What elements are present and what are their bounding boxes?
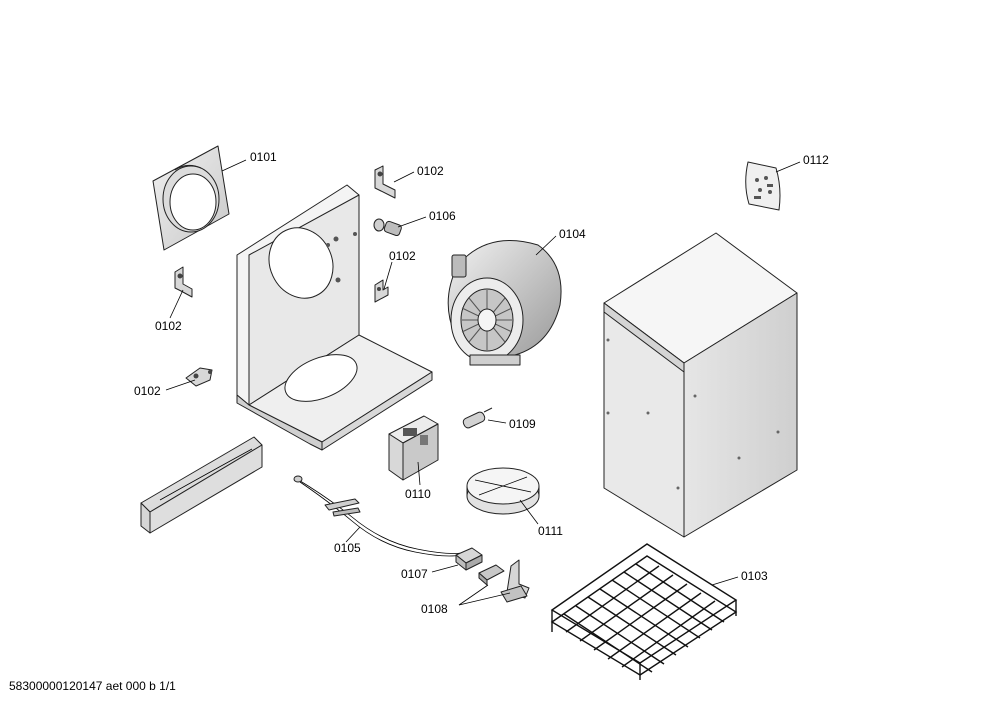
part-0107-terminal: [455, 547, 483, 571]
label-0106: 0106: [429, 209, 456, 223]
part-0102-bracket-lower: [185, 367, 213, 387]
label-0103: 0103: [741, 569, 768, 583]
part-trim-strip: [140, 436, 263, 534]
label-0112: 0112: [803, 153, 829, 167]
label-0109: 0109: [509, 417, 536, 431]
part-0104-blower: [447, 240, 562, 366]
label-0105: 0105: [334, 541, 361, 555]
part-0112-screw-bag: [745, 161, 781, 211]
part-0101-flange: [152, 145, 230, 251]
part-0103-wire-rack: [550, 543, 738, 680]
document-id-footer: 58300000120147 aet 000 b 1/1: [9, 679, 176, 693]
part-0102-bracket-top: [374, 165, 396, 199]
label-0104: 0104: [559, 227, 586, 241]
part-0108-clips: [478, 559, 530, 603]
label-0107: 0107: [401, 567, 428, 581]
part-0111-filter: [466, 467, 540, 515]
part-0102-bracket-left: [174, 266, 193, 298]
label-0110: 0110: [405, 487, 431, 501]
label-0102-left: 0102: [155, 319, 182, 333]
part-0102-bracket-mid: [374, 279, 389, 303]
leader-lines: [165, 159, 801, 606]
label-0102-lower: 0102: [134, 384, 161, 398]
label-0108: 0108: [421, 602, 448, 616]
part-0105-wiring-harness: [293, 475, 463, 557]
part-0109-capacitor: [462, 407, 493, 429]
label-0102-mid: 0102: [389, 249, 416, 263]
part-cabinet-box: [603, 232, 798, 538]
label-0111: 0111: [538, 524, 563, 538]
part-housing-panel: [236, 184, 433, 451]
label-0102-top: 0102: [417, 164, 444, 178]
label-0101: 0101: [250, 150, 277, 164]
part-0110-control-box: [388, 415, 439, 481]
part-0106-connector: [373, 218, 402, 237]
